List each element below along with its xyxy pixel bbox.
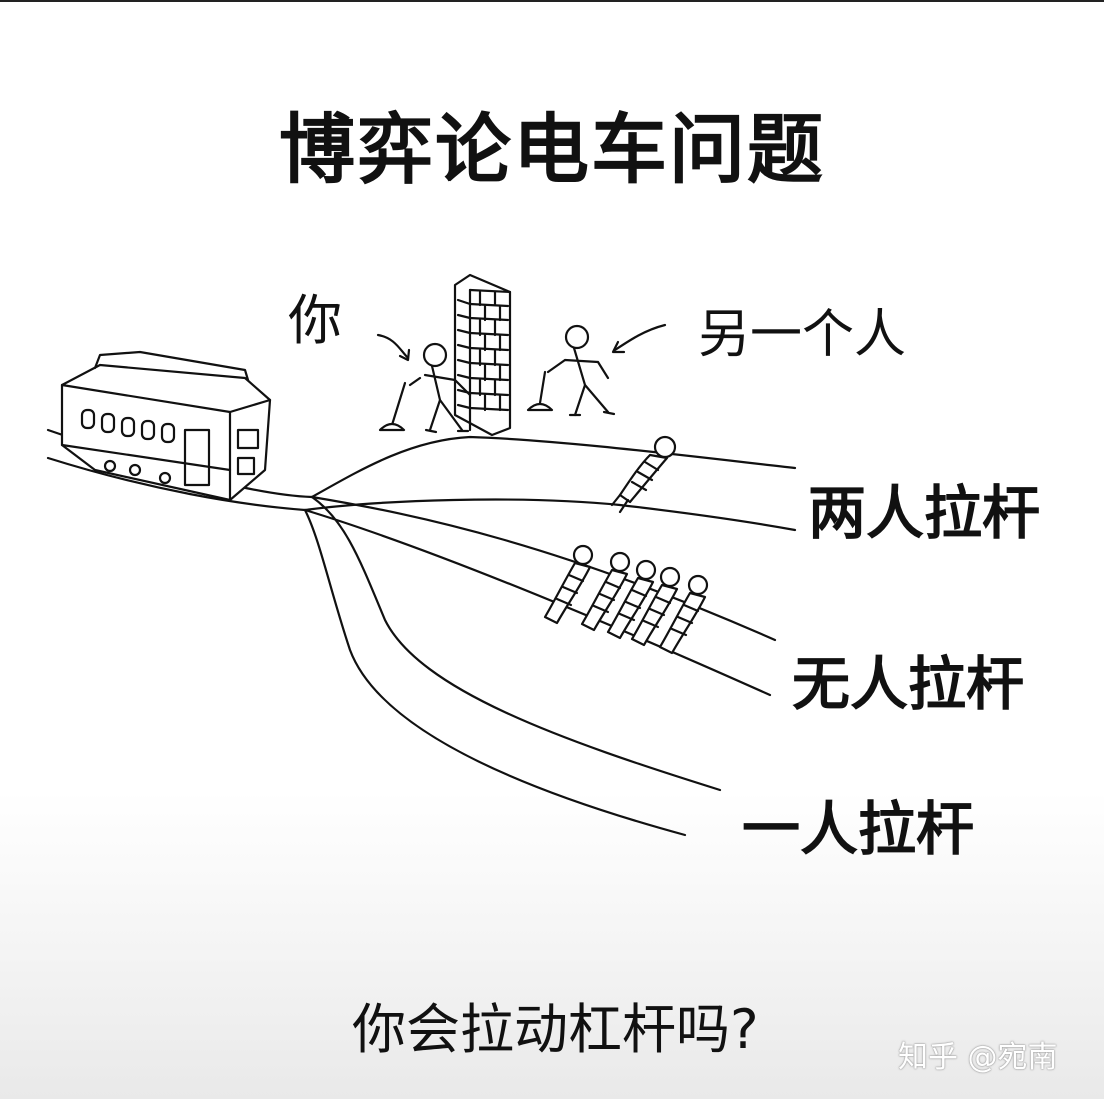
middle-track-rail-1 <box>310 495 777 642</box>
trolley-icon <box>60 350 272 502</box>
watermark: 知乎 @宛南 <box>898 1040 1058 1075</box>
wall-icon <box>453 273 512 437</box>
main-track-lower <box>46 456 307 512</box>
question-text: 你会拉动杠杆吗? <box>352 998 759 1061</box>
bottom-track-rail-1 <box>310 495 722 792</box>
label-track-top: 两人拉杆 <box>808 479 1041 547</box>
label-you: 你 <box>288 289 342 352</box>
middle-track-rail-2 <box>303 508 772 697</box>
page-title: 博弈论电车问题 <box>279 105 825 194</box>
person-other-icon <box>546 324 616 417</box>
pointer-arrows <box>376 323 667 362</box>
bottom-track-rail-2 <box>303 508 687 837</box>
top-track-rail-2 <box>303 498 797 532</box>
top-border <box>0 0 1104 2</box>
label-other-person: 另一个人 <box>698 305 907 365</box>
label-track-middle: 无人拉杆 <box>792 650 1025 718</box>
label-track-bottom: 一人拉杆 <box>742 795 975 863</box>
victim-group-middle-track <box>543 544 709 655</box>
tracks <box>46 428 797 837</box>
person-you-icon <box>408 342 472 434</box>
lever-icon <box>378 370 554 432</box>
top-track-rail-1 <box>310 435 797 499</box>
victim-top-track <box>610 435 677 514</box>
